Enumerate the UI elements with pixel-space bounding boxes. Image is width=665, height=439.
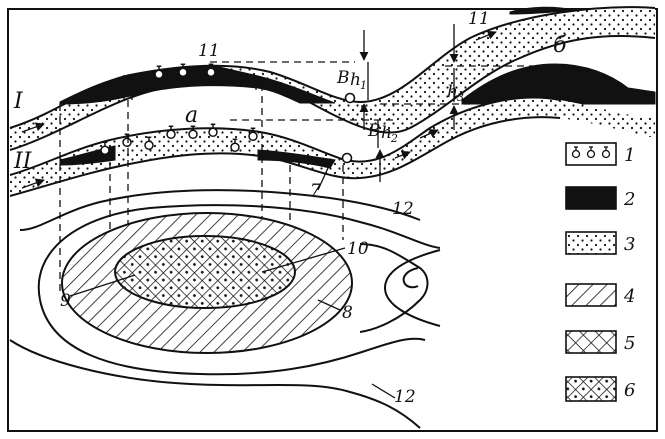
legend-num-1: 1 (624, 145, 635, 166)
label-h3: h (447, 82, 458, 102)
section-I-label: I (13, 89, 24, 114)
label-8: 8 (342, 303, 353, 323)
label-h2: h (381, 123, 392, 143)
section-II-label: II (13, 149, 33, 174)
flow-arrow-mid (394, 150, 411, 160)
label-h1: h (350, 70, 361, 90)
oil-zone-b (461, 63, 656, 105)
contour-2 (37, 204, 441, 301)
oil-zone-I-right (257, 75, 336, 104)
label-9: 9 (60, 291, 71, 311)
legend-num-6: 6 (624, 380, 635, 401)
layer-II-bottom (9, 116, 561, 197)
legend-swatch-cross (565, 330, 617, 354)
label-7: 7 (310, 181, 321, 201)
legend-item-2: 2 (565, 186, 635, 210)
legend-item-5: 5 (565, 330, 635, 354)
legend-item-1: 1 (565, 142, 635, 166)
contour-3 (359, 243, 429, 333)
spill-point-I (344, 92, 356, 104)
flow-arrow-II-right (419, 129, 439, 139)
leader-10 (261, 247, 346, 273)
label-10: 10 (347, 239, 369, 259)
layer-I-bottom (9, 35, 656, 151)
contour-12-lower (9, 339, 421, 429)
label-11-top: 11 (198, 41, 220, 61)
layer-II-body (10, 97, 655, 196)
label-B1: В (336, 68, 350, 88)
legend-swatch-hatch (565, 283, 617, 307)
label-12-top: 12 (392, 199, 414, 219)
label-B2: В (367, 121, 381, 141)
contour-4 (383, 249, 441, 327)
label-h3-sub: 3 (457, 91, 464, 104)
legend-num-2: 2 (623, 189, 635, 210)
frame (7, 8, 658, 432)
legend-swatch-crossdot (565, 376, 617, 402)
inner-ellipse (114, 235, 296, 309)
label-11-right: 11 (468, 9, 490, 29)
legend-item-3: 3 (565, 231, 635, 255)
legend-item-4: 4 (565, 283, 635, 307)
label-a: a (185, 103, 198, 128)
legend-swatch-sand (565, 231, 617, 255)
label-12-bottom: 12 (394, 387, 416, 407)
oil-zone-b-top (509, 6, 576, 15)
legend-item-6: 6 (565, 376, 635, 402)
legend-num-3: 3 (624, 234, 635, 255)
contour-outer (19, 189, 421, 231)
spill-point-II (341, 152, 353, 164)
layer-I (9, 6, 656, 151)
contour-small (402, 267, 419, 289)
layer-II-top (9, 96, 561, 176)
map-view (9, 167, 441, 429)
crest-markers (123, 75, 265, 100)
leader-12-bottom (371, 383, 396, 399)
layer-II (9, 96, 655, 197)
flow-arrow-II-left (21, 178, 45, 189)
oil-zone-II-right (257, 149, 336, 169)
leader-9 (69, 274, 136, 297)
label-h1-sub: 1 (360, 79, 367, 92)
legend-swatch-oil (565, 186, 617, 210)
flow-arrow-I-left (21, 122, 45, 133)
leader-8 (317, 299, 341, 311)
leader-7 (317, 167, 329, 191)
label-h2-sub: 2 (390, 132, 398, 145)
contour-2b (39, 299, 426, 376)
legend-num-4: 4 (623, 286, 635, 307)
flow-arrow-I-right (475, 30, 497, 41)
layer-I-body (10, 7, 655, 151)
legend: 1 2 3 4 5 6 (565, 142, 635, 402)
label-b: б (553, 33, 567, 58)
legend-num-5: 5 (624, 333, 635, 354)
